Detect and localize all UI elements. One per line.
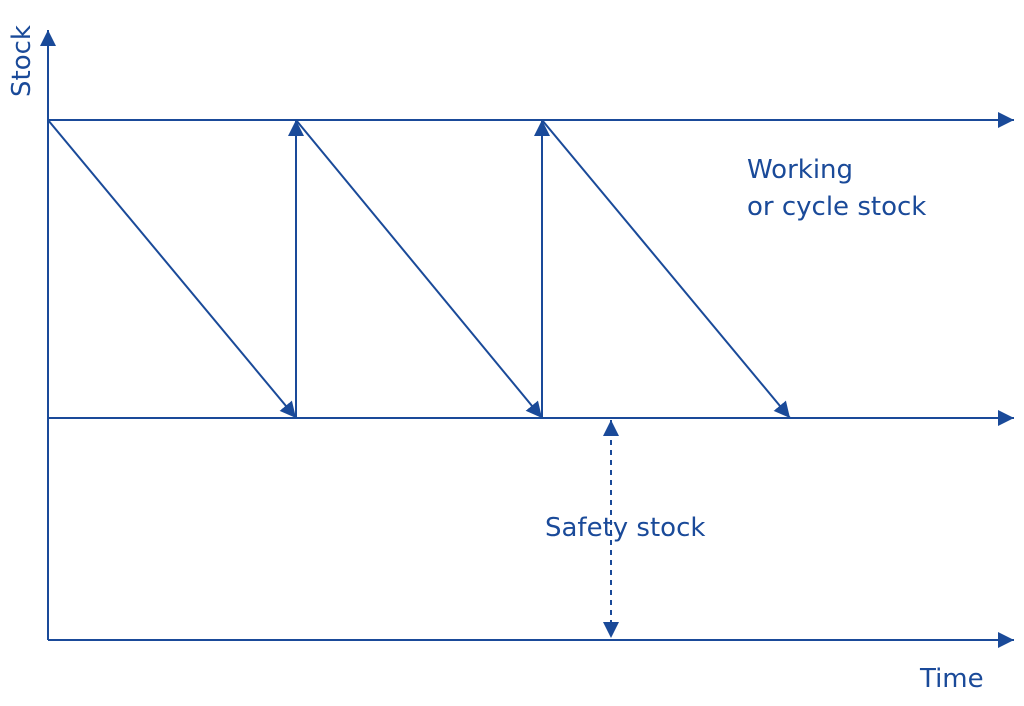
y-axis-label: Stock xyxy=(7,25,37,97)
consumption-line-1 xyxy=(47,119,297,419)
consumption-line-3 xyxy=(541,119,791,419)
safety-stock-label: Safety stock xyxy=(545,513,705,543)
working-stock-label-line2: or cycle stock xyxy=(747,192,926,222)
working-stock-label-line1: Working xyxy=(747,155,853,185)
x-axis-label: Time xyxy=(919,664,984,694)
consumption-line-2 xyxy=(295,119,543,419)
